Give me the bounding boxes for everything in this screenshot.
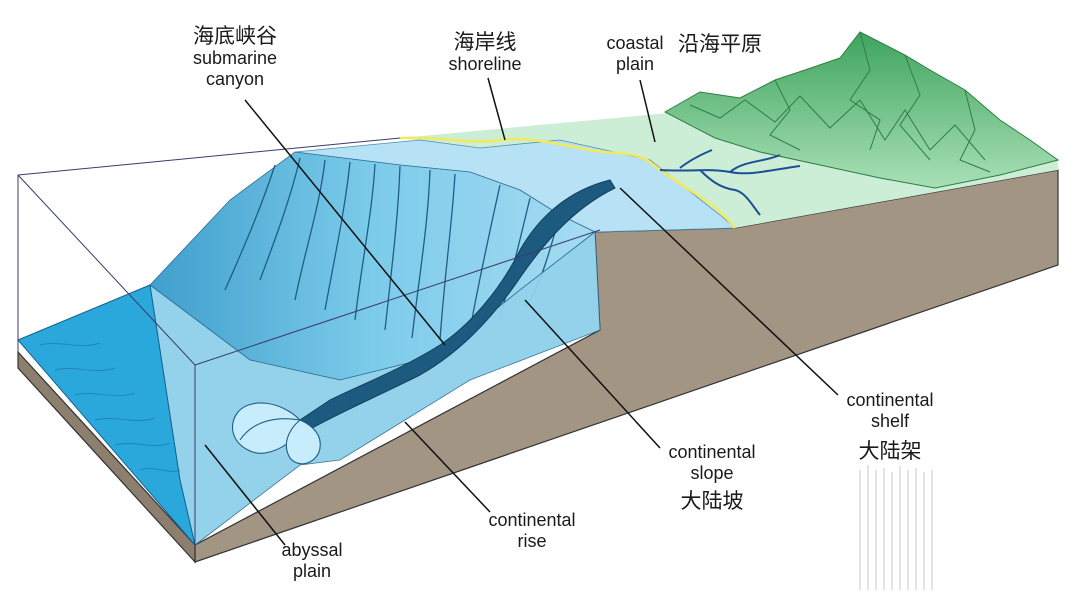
- label-continental-slope-en2: slope: [690, 462, 734, 483]
- label-shoreline-en: shoreline: [448, 54, 522, 75]
- leader-lines: [204, 77, 839, 546]
- label-continental-slope-cn: 大陆坡: [680, 489, 744, 514]
- mountain-range: [663, 31, 1060, 189]
- label-shoreline: 海岸线 shoreline: [430, 30, 540, 75]
- label-continental-slope: continental slope 大陆坡: [652, 442, 772, 514]
- label-continental-shelf-en1: continental: [846, 390, 934, 410]
- leader-abyssal-plain: [204, 444, 286, 546]
- label-abyssal-plain: abyssal plain: [262, 540, 362, 581]
- label-shoreline-cn: 海岸线: [453, 30, 517, 54]
- label-abyssal-plain-en1: abyssal: [281, 540, 343, 560]
- leader-continental-rise: [404, 421, 491, 513]
- leader-continental-slope: [524, 299, 661, 449]
- leader-submarine-canyon: [244, 99, 446, 346]
- label-continental-rise-en1: continental: [488, 510, 576, 530]
- label-submarine-canyon-en1: submarine: [192, 48, 278, 69]
- river-system: [659, 149, 801, 216]
- label-continental-shelf: continental shelf 大陆架: [830, 390, 950, 464]
- label-submarine-canyon-cn: 海底峡谷: [193, 24, 277, 48]
- label-continental-slope-en1: continental: [668, 442, 756, 462]
- abyssal-plain-surface: [17, 284, 196, 546]
- leader-continental-shelf: [619, 187, 839, 396]
- label-submarine-canyon: 海底峡谷 submarine canyon: [170, 24, 300, 90]
- label-continental-shelf-cn: 大陆架: [858, 439, 922, 464]
- label-coastal-plain-cn: 沿海平原: [678, 32, 762, 56]
- label-shadow-streaks: [859, 465, 933, 590]
- leader-shoreline: [487, 77, 506, 141]
- label-coastal-plain: coastal plain: [595, 33, 675, 74]
- submarine-fan: [232, 402, 321, 465]
- label-abyssal-plain-en2: plain: [292, 560, 332, 581]
- label-coastal-plain-en1: coastal: [606, 33, 664, 53]
- abyssal-ripples: [39, 342, 181, 472]
- leader-coastal-plain: [639, 79, 656, 143]
- shoreline-line: [399, 136, 736, 229]
- label-submarine-canyon-en2: canyon: [205, 68, 265, 89]
- label-continental-rise: continental rise: [472, 510, 592, 551]
- label-continental-rise-en2: rise: [517, 530, 547, 551]
- water-box-outline: [17, 137, 601, 545]
- label-continental-shelf-en2: shelf: [870, 410, 910, 431]
- label-coastal-plain-en2: plain: [615, 53, 655, 74]
- earth-front-face: [17, 350, 196, 564]
